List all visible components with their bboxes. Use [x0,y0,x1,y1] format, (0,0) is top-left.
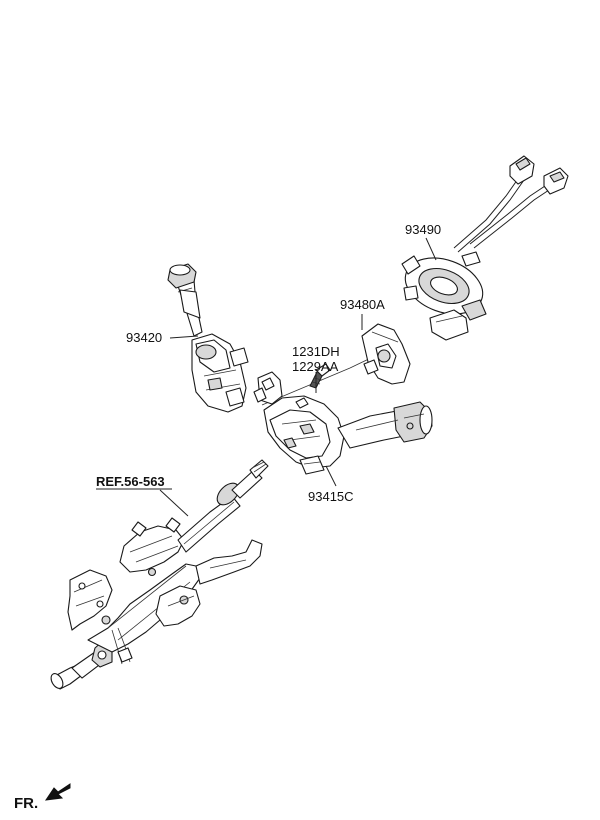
switch-bracket [361,323,411,385]
part-number-93490: 93490 [405,222,441,237]
leader-lines [159,237,437,517]
clock-spring [401,155,569,341]
wiper-switch-lever [167,263,249,413]
part-number-93420: 93420 [126,330,162,345]
part-number-1229aa: 1229AA [292,359,339,374]
front-direction-label: FR. [14,795,38,812]
front-direction-arrow-icon [44,783,71,801]
ref-label: REF.56-563 [96,474,165,489]
multifunction-switch-body [253,371,433,475]
steering-column [50,459,269,690]
part-number-1231dh: 1231DH [292,344,340,359]
part-number-93480a: 93480A [340,297,385,312]
part-number-93415c: 93415C [308,489,354,504]
screw-bolt [309,363,331,389]
